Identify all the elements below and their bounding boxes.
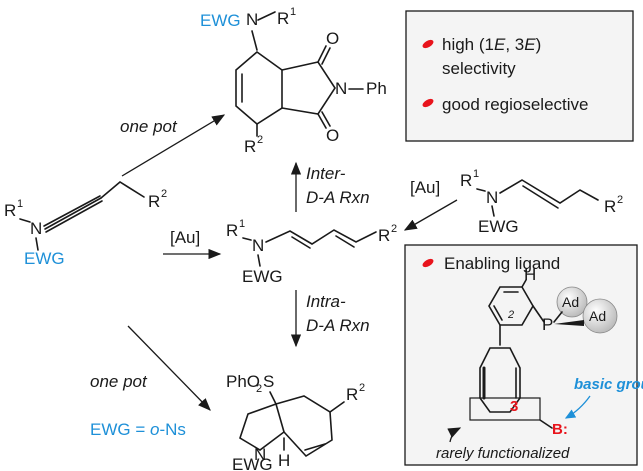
svg-text:R: R <box>244 137 256 156</box>
svg-text:N: N <box>246 10 258 29</box>
svg-text:R: R <box>378 226 390 245</box>
svg-text:Ad: Ad <box>589 308 606 324</box>
svg-text:Ph: Ph <box>366 79 387 98</box>
svg-text:2: 2 <box>256 383 262 395</box>
box1-line3: good regioselective <box>442 95 588 114</box>
ligand-box: Enabling ligand H 2 P Ad Ad 3 B: basic g… <box>404 244 643 466</box>
svg-text:2: 2 <box>359 382 365 394</box>
svg-text:2: 2 <box>161 188 167 200</box>
svg-text:O: O <box>326 126 339 145</box>
svg-text:2: 2 <box>617 194 623 206</box>
one-pot-label-top: one pot <box>120 117 178 136</box>
ewg-definition: EWG = o-Ns <box>90 420 186 439</box>
svg-text:EWG: EWG <box>200 11 241 30</box>
svg-text:S: S <box>263 372 274 391</box>
svg-text:P: P <box>542 315 553 334</box>
svg-text:R: R <box>604 197 616 216</box>
svg-text:3: 3 <box>510 398 518 415</box>
box1-line2: selectivity <box>442 59 516 78</box>
svg-text:high (1E, 3E): high (1E, 3E) <box>442 35 541 54</box>
svg-text:EWG: EWG <box>478 217 519 236</box>
svg-text:1: 1 <box>473 168 479 180</box>
rarely-label: rarely functionalized <box>436 445 570 462</box>
svg-text:R: R <box>277 9 289 28</box>
svg-text:N: N <box>486 188 498 207</box>
intra-label-1: Intra- <box>306 292 346 311</box>
au-label-right: [Au] <box>410 178 440 197</box>
svg-text:Ad: Ad <box>562 294 579 310</box>
svg-text:R: R <box>148 192 160 211</box>
top-product: EWG N R 1 O O N Ph R 2 <box>200 6 387 156</box>
selectivity-box: high (1E, 3E) selectivity good regiosele… <box>405 10 634 142</box>
inter-label-1: Inter- <box>306 164 346 183</box>
ligand-title: Enabling ligand <box>444 254 560 273</box>
ynamide-start: R 1 N EWG R 2 <box>4 181 167 268</box>
svg-text:EWG: EWG <box>232 455 273 471</box>
svg-text:N: N <box>252 236 264 255</box>
svg-text:N: N <box>30 219 42 238</box>
svg-text:R: R <box>226 221 238 240</box>
dienamide-center: R 1 N EWG R 2 <box>226 218 397 286</box>
basic-site: B: <box>552 421 568 438</box>
svg-text:H: H <box>278 451 290 470</box>
svg-text:2: 2 <box>507 309 514 321</box>
svg-text:R: R <box>460 171 472 190</box>
intra-label-2: D-A Rxn <box>306 316 370 335</box>
svg-text:R: R <box>4 201 16 220</box>
bullet-icon <box>422 39 434 49</box>
svg-text:2: 2 <box>257 134 263 146</box>
bottom-product: PhO 2 S R 2 N EWG H <box>226 372 365 471</box>
svg-text:H: H <box>524 265 536 284</box>
svg-text:R: R <box>346 385 358 404</box>
one-pot-label-bottom: one pot <box>90 372 148 391</box>
svg-text:1: 1 <box>17 198 23 210</box>
svg-text:PhO: PhO <box>226 372 260 391</box>
svg-text:2: 2 <box>391 223 397 235</box>
box1-line1: high (1 <box>442 35 494 54</box>
bullet-icon <box>422 258 434 268</box>
svg-text:1: 1 <box>239 218 245 230</box>
ad-sphere-2 <box>582 298 618 334</box>
svg-text:EWG: EWG <box>24 249 65 268</box>
reaction-arrows: one pot [Au] [Au] Inter- D-A Rxn Intra- … <box>90 114 458 439</box>
svg-text:EWG: EWG <box>242 267 283 286</box>
basic-group-label: basic group <box>574 376 643 393</box>
svg-text:1: 1 <box>290 6 296 18</box>
allenamide: R 1 N EWG R 2 <box>460 168 623 236</box>
inter-label-2: D-A Rxn <box>306 188 370 207</box>
svg-text:N: N <box>254 445 266 464</box>
bullet-icon <box>422 98 434 108</box>
svg-text:N: N <box>335 79 347 98</box>
ad-sphere-1 <box>556 286 588 318</box>
au-label-left: [Au] <box>170 228 200 247</box>
svg-text:O: O <box>326 29 339 48</box>
